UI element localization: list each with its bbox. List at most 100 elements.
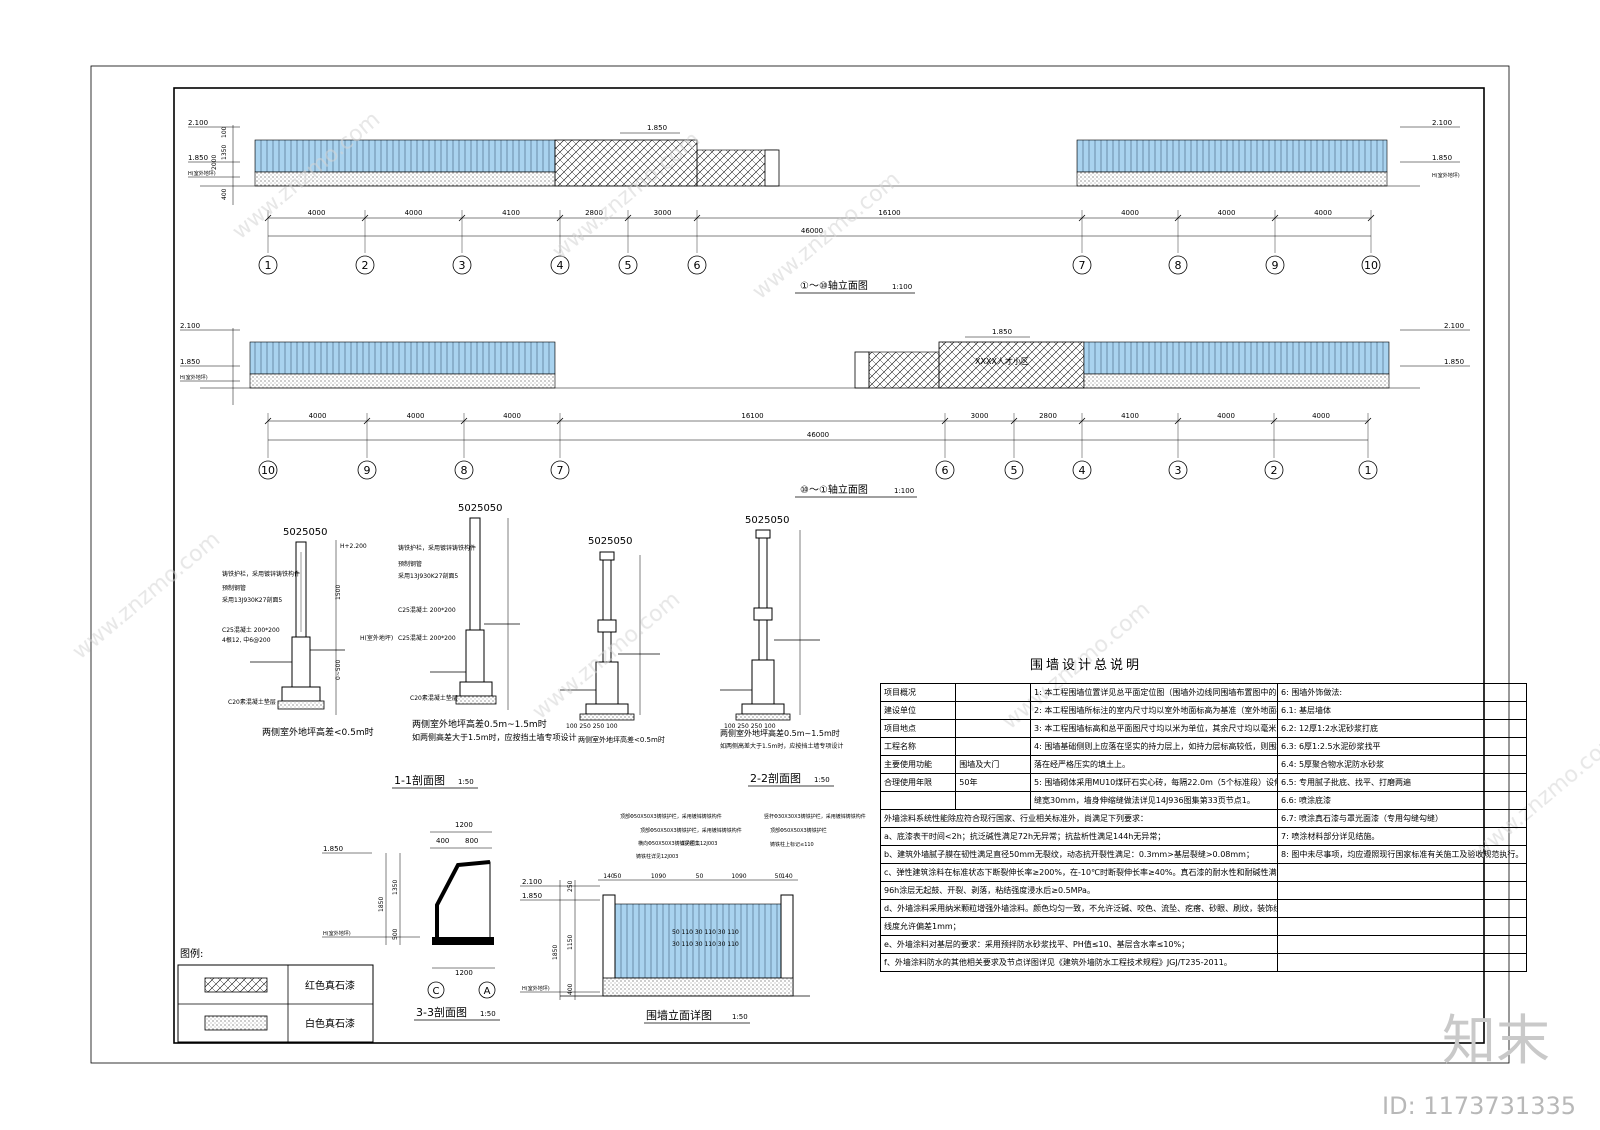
notes-cell xyxy=(955,737,1031,756)
top-dims: 5025050 xyxy=(588,536,633,547)
level-label: 1.850 xyxy=(188,154,208,162)
dimension-value: 4100 xyxy=(502,209,520,217)
notes-row: b、建筑外墙腻子膜在韧性满足直径50mm无裂纹，动态抗开裂性满足：0.3mm>基… xyxy=(880,845,1528,864)
detail-label: 竖杆Φ30X30X3铸铁护栏，采用镀锌铸铁构件 xyxy=(764,813,866,820)
foot-dims: 100 250 250 100 xyxy=(566,723,618,730)
dim-vertical: 400 xyxy=(221,188,228,200)
total-dimension: 46000 xyxy=(801,227,823,235)
section-scale: 1:50 xyxy=(480,1010,496,1018)
fence-base xyxy=(1076,171,1388,187)
notes-row: 96h涂层无起鼓、开裂、剥落，粘结强度浸水后≥0.5MPa。 xyxy=(880,881,1528,900)
detail-inner: 50 110 30 110 30 110 xyxy=(672,929,739,936)
notes-cell xyxy=(1276,953,1528,972)
notes-row: 主要使用功能围墙及大门 落在经严格压实的填土上。6.4: 5厚聚合物水泥防水砂浆 xyxy=(879,755,1528,774)
axis-number: 4 xyxy=(557,259,564,272)
section-note: 两侧室外地坪高差0.5m~1.5m时 xyxy=(412,718,547,730)
legend-label: 红色真石漆 xyxy=(305,979,355,992)
fence-base xyxy=(249,373,556,389)
axis-bubble xyxy=(454,460,474,480)
axis-bubble xyxy=(1168,255,1188,275)
fence-railing xyxy=(1076,139,1388,173)
level-label: 1.850 xyxy=(1432,154,1452,162)
axis-number: 6 xyxy=(942,464,949,477)
axis-bubble xyxy=(1264,460,1284,480)
section-note: C20素混凝土垫层 xyxy=(228,698,276,706)
notes-cell: 1: 本工程围墙位置详见总平面定位图（围墙外边线同围墙布置图中的围墙线）。 xyxy=(1030,683,1278,702)
level-label: 1.850 xyxy=(323,845,343,853)
section-1-1-left: 5025050 铸铁护栏，采用镀锌铸铁构件 预制钢管 采用13J930K27剖面… xyxy=(222,527,393,738)
notes-cell: 6.5: 专用腻子批底、找平、打磨两遍 xyxy=(1276,773,1528,792)
axis-number: 6 xyxy=(694,259,701,272)
section-title: 3-3剖面图 xyxy=(416,1005,467,1019)
notes-cell xyxy=(879,791,957,810)
dimension-value: 4000 xyxy=(1312,412,1330,420)
notes-cell: 工程名称 xyxy=(879,737,957,756)
section-1-1-right: 5025050 铸铁护栏，采用镀锌铸铁构件 预制钢管 采用13J930K27剖面… xyxy=(398,503,577,742)
dim-vertical: 1350 xyxy=(221,145,228,160)
detail-railing xyxy=(612,903,784,979)
notes-row: f、外墙涂料防水的其他相关要求及节点详图详见《建筑外墙防水工程技术规程》JGJ/… xyxy=(880,953,1528,972)
dimension-value: 4000 xyxy=(309,412,327,420)
notes-cell: b、建筑外墙腻子膜在韧性满足直径50mm无裂纹，动态抗开裂性满足：0.3mm>基… xyxy=(880,845,1278,864)
notes-cell: 50年 xyxy=(955,773,1031,792)
notes-cell: 线度允许偏差1mm； xyxy=(880,917,1278,936)
dim: 250 xyxy=(567,880,574,892)
axis-number: 8 xyxy=(461,464,468,477)
notes-row: 外墙涂料系统性能除应符合现行国家、行业相关标准外，尚满足下列要求：6.7: 喷涂… xyxy=(880,809,1528,828)
notes-cell: 4: 围墙基础侧则上应落在坚实的持力层上，如持力层标高较低，则围墙基础可 xyxy=(1030,737,1278,756)
level-label: 2.100 xyxy=(188,119,208,127)
axis-bubble xyxy=(687,255,707,275)
dim: 1150 xyxy=(567,935,574,950)
fence-railing xyxy=(249,341,556,375)
axis-bubble xyxy=(355,255,375,275)
dim-vertical: 2000 xyxy=(211,155,218,170)
axis-bubble xyxy=(550,255,570,275)
notes-cell xyxy=(955,683,1031,702)
axis-bubble xyxy=(1358,460,1378,480)
detail-label: 铸铁柱上标记≤110 xyxy=(770,841,814,848)
section-title: 1-1剖面图 xyxy=(394,773,445,787)
axis-bubble xyxy=(258,255,278,275)
axis-number: 10 xyxy=(261,464,275,477)
v-dim: H+2.200 xyxy=(340,543,367,550)
axis-bubble xyxy=(618,255,638,275)
level-label: 2.100 xyxy=(522,878,542,886)
section-note: 预制钢管 xyxy=(222,584,246,592)
axis-number: 10 xyxy=(1364,259,1378,272)
level-label: 1.850 xyxy=(180,358,200,366)
level-label: H(室外地坪) xyxy=(323,930,351,937)
axis-label: A xyxy=(484,986,491,997)
axis-bubble xyxy=(1072,255,1092,275)
top-dims: 5025050 xyxy=(458,503,503,514)
axis-bubble xyxy=(1265,255,1285,275)
level-label: H(室外地坪) xyxy=(1432,172,1460,179)
notes-cell: 3: 本工程围墙标高和总平面图尺寸均以米为单位，其余尺寸均以毫米为单位。 xyxy=(1030,719,1278,738)
section-note: 两侧室外地坪高差<0.5m时 xyxy=(578,735,665,744)
section-note: 如两侧高差大于1.5m时，应按挡土墙专项设计 xyxy=(412,732,577,742)
section-note: 两侧室外地坪高差0.5m~1.5m时 xyxy=(720,728,840,738)
level-label: 1.850 xyxy=(522,892,542,900)
section-note: 采用13J930K27剖面5 xyxy=(222,596,282,604)
elevation-title: ①～⑩轴立面图 xyxy=(800,279,868,292)
notes-cell xyxy=(1276,917,1528,936)
dimension-value: 2800 xyxy=(1039,412,1057,420)
section-scale: 1:50 xyxy=(814,776,830,784)
notes-cell: c、弹性建筑涂料在标准状态下断裂伸长率≥200%，在-10℃时断裂伸长率≥40%… xyxy=(880,863,1278,882)
level-label: 2.100 xyxy=(1444,322,1464,330)
dimension-value: 4000 xyxy=(407,412,425,420)
notes-cell xyxy=(1276,899,1528,918)
section-note: 预制钢管 xyxy=(398,560,422,568)
dimension-value: 16100 xyxy=(741,412,763,420)
outer-frame xyxy=(90,65,1510,1064)
section-title: 2-2剖面图 xyxy=(750,771,801,785)
level-label: 1.850 xyxy=(992,328,1012,336)
dim: 1200 xyxy=(455,969,473,977)
notes-cell xyxy=(1276,935,1528,954)
section-2-2-left: 5025050 两侧室外地坪高差<0.5m时 100 250 250 100 xyxy=(560,536,665,744)
notes-cell: 8: 图中未尽事项，均应遵照现行国家标准有关施工及验收规范执行。 xyxy=(1276,845,1528,864)
axis-bubble xyxy=(258,460,278,480)
notes-cell: 项目概况 xyxy=(879,683,957,702)
notes-cell: 围墙及大门 xyxy=(955,755,1031,774)
